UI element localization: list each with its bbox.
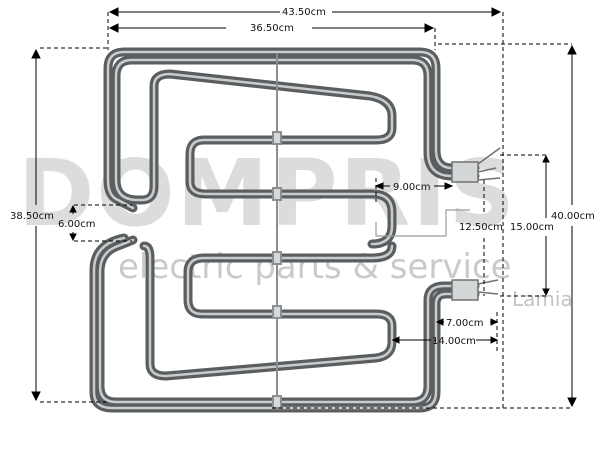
support-rod bbox=[272, 54, 282, 409]
label-inner-width: 36.50cm bbox=[250, 23, 294, 34]
dimension-labels: 43.50cm 36.50cm 38.50cm 40.00cm 6.00cm 9… bbox=[10, 7, 595, 347]
label-terminal-spacing-a: 12.50cm bbox=[459, 222, 503, 233]
label-gap: 6.00cm bbox=[58, 219, 96, 230]
terminals bbox=[375, 147, 501, 301]
label-left-height: 38.50cm bbox=[10, 211, 54, 222]
label-lower-offset-b: 14.00cm bbox=[432, 336, 476, 347]
label-lower-offset-a: 7.00cm bbox=[446, 318, 484, 329]
dimension-lines bbox=[31, 7, 577, 409]
upper-terminal-icon bbox=[451, 161, 479, 183]
lower-terminal-icon bbox=[451, 279, 479, 301]
label-terminal-offset: 9.00cm bbox=[393, 182, 431, 193]
label-total-width: 43.50cm bbox=[282, 7, 326, 18]
watermark-location: Lamia bbox=[512, 287, 573, 311]
label-right-height: 40.00cm bbox=[551, 211, 595, 222]
label-terminal-spacing-b: 15.00cm bbox=[510, 222, 554, 233]
